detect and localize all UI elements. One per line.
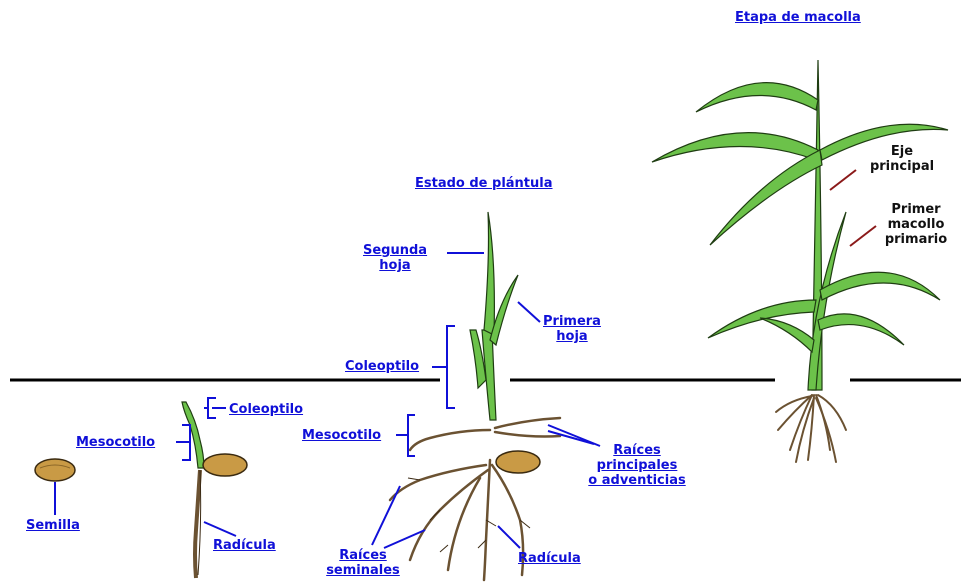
radicle-label-stage3[interactable]: Radícula: [518, 551, 581, 566]
seminal-roots-label-line1: Raíces: [322, 548, 404, 563]
first-leaf-label-line1: Primera: [538, 314, 606, 329]
seminal-roots-label[interactable]: Raíces seminales: [322, 548, 404, 578]
seminal-roots-label-line2: seminales: [322, 563, 404, 578]
seedling-stage-title[interactable]: Estado de plántula: [415, 176, 553, 191]
first-tiller-label-line3: primario: [878, 232, 954, 247]
first-leaf-label[interactable]: Primera hoja: [538, 314, 606, 344]
tillering-stage-title[interactable]: Etapa de macolla: [735, 10, 861, 25]
second-leaf-label-line2: hoja: [363, 258, 427, 273]
main-roots-label[interactable]: Raíces principales o adventicias: [577, 443, 697, 488]
main-roots-label-line2: principales: [577, 458, 697, 473]
mesocotyl-label-stage3[interactable]: Mesocotilo: [302, 428, 381, 443]
main-axis-label: Eje principal: [866, 144, 938, 174]
main-roots-label-line3: o adventicias: [577, 473, 697, 488]
radicle-label-stage2[interactable]: Radícula: [213, 538, 276, 553]
main-roots-label-line1: Raíces: [577, 443, 697, 458]
seed-illustration: [35, 459, 75, 481]
first-tiller-label-line2: macollo: [878, 217, 954, 232]
stage4-pointers: [830, 170, 876, 246]
second-leaf-label[interactable]: Segunda hoja: [363, 243, 427, 273]
coleoptile-label-stage3[interactable]: Coleoptilo: [345, 359, 419, 374]
mesocotyl-label-stage2[interactable]: Mesocotilo: [76, 435, 155, 450]
first-tiller-label-line1: Primer: [878, 202, 954, 217]
seed-label[interactable]: Semilla: [26, 518, 80, 533]
second-leaf-label-line1: Segunda: [363, 243, 427, 258]
main-axis-label-line2: principal: [866, 159, 938, 174]
tillering-plant-illustration: [652, 60, 948, 462]
first-leaf-label-line2: hoja: [538, 329, 606, 344]
main-axis-label-line1: Eje: [866, 144, 938, 159]
coleoptile-label-stage2[interactable]: Coleoptilo: [229, 402, 303, 417]
first-tiller-label: Primer macollo primario: [878, 202, 954, 247]
